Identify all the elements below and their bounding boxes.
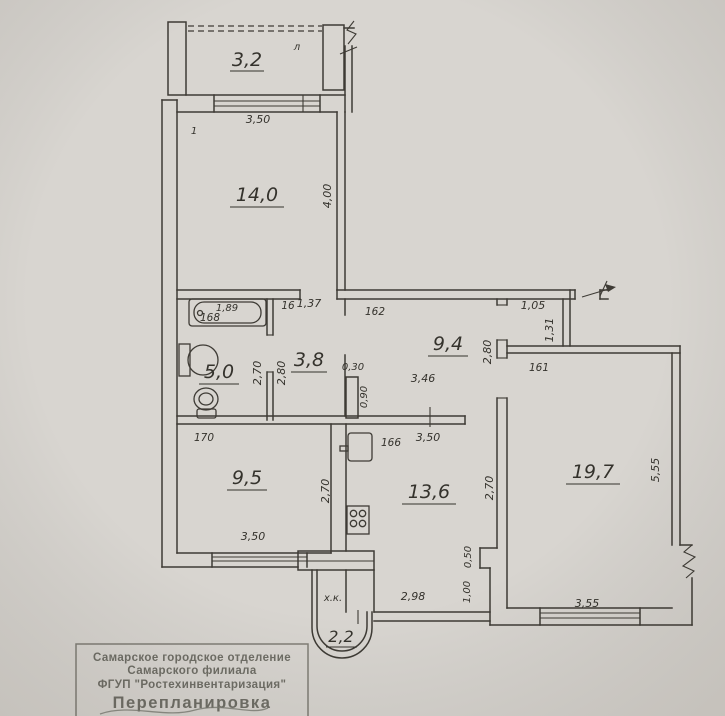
floor-plan: 3,2 л 1 3,50 14,0 4,00 1,89 168 5,0 2,70… [0, 0, 725, 716]
photo-vignette [0, 0, 725, 716]
scanned-floor-plan: 3,2 л 1 3,50 14,0 4,00 1,89 168 5,0 2,70… [0, 0, 725, 716]
